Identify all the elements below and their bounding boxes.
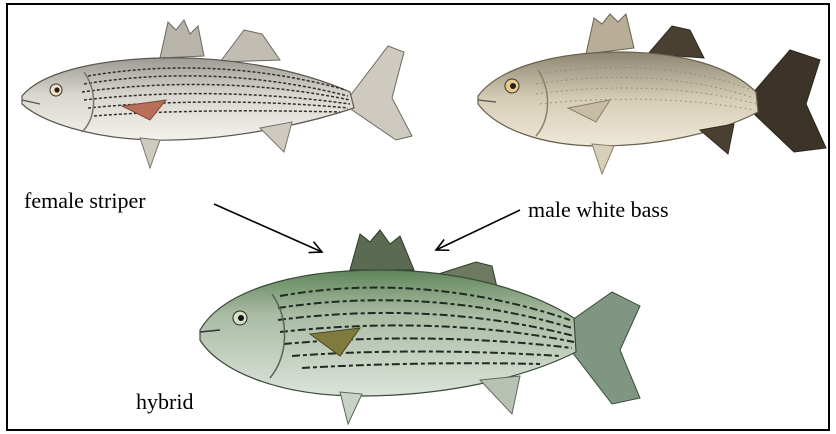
female-striper-fish [22, 20, 412, 168]
female-striper-label: female striper [24, 190, 146, 212]
hybrid-fish [200, 230, 640, 424]
female-to-hybrid-arrow [214, 204, 322, 252]
male-to-hybrid-arrow [436, 210, 520, 250]
hybrid-label: hybrid [136, 391, 193, 413]
male-white-bass-fish [478, 14, 826, 174]
male-white-bass-label: male white bass [528, 199, 669, 221]
